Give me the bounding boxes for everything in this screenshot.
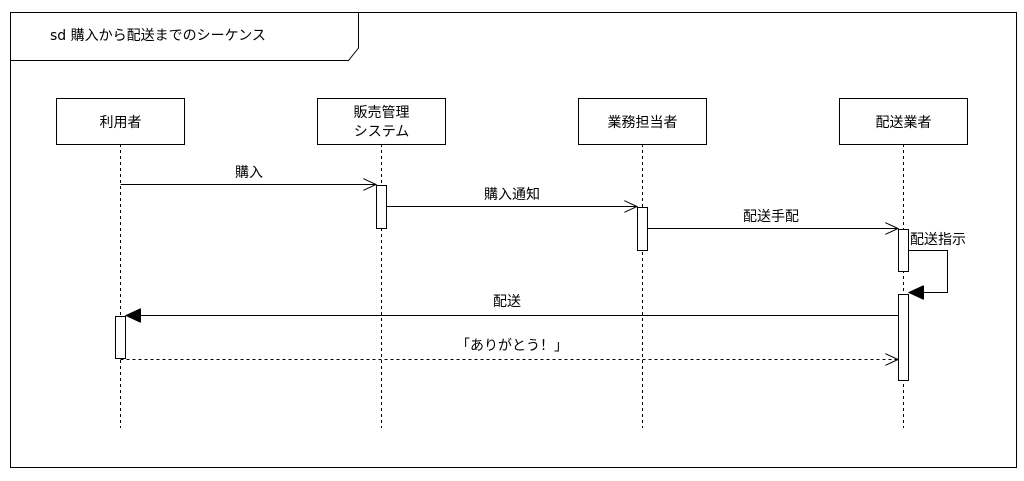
lifeline-staff-box [578,98,707,145]
activation-carrier-2 [898,294,909,381]
message-purchase-notice-label: 購入通知 [484,186,540,203]
activation-user [115,316,126,359]
activation-carrier-1 [898,229,909,272]
lifeline-user-label: 利用者 [100,115,142,131]
lifeline-sales-label-line2: システム [354,124,410,140]
lifeline-user-box [56,98,185,145]
lifeline-carrier-box [839,98,968,145]
message-delivery-instruction-arrow [909,250,948,293]
message-delivery-instruction-label: 配送指示 [910,232,966,248]
activation-staff [637,207,648,251]
message-delivery-arrange-label: 配送手配 [743,209,799,225]
activation-sales [376,185,387,229]
message-purchase-label: 購入 [235,165,263,181]
frame-title: sd 購入から配送までのシーケンス [50,28,266,44]
lifeline-sales-box [317,98,446,145]
lifeline-carrier-label: 配送業者 [876,115,932,131]
frame-title-tab [10,12,359,61]
frame-border [10,12,1017,468]
lifeline-staff-label: 業務担当者 [608,115,678,131]
message-delivery-label: 配送 [493,294,521,310]
lifeline-sales-label-line1: 販売管理 [354,105,410,121]
message-thanks-label: 「ありがとう！」 [456,338,568,354]
